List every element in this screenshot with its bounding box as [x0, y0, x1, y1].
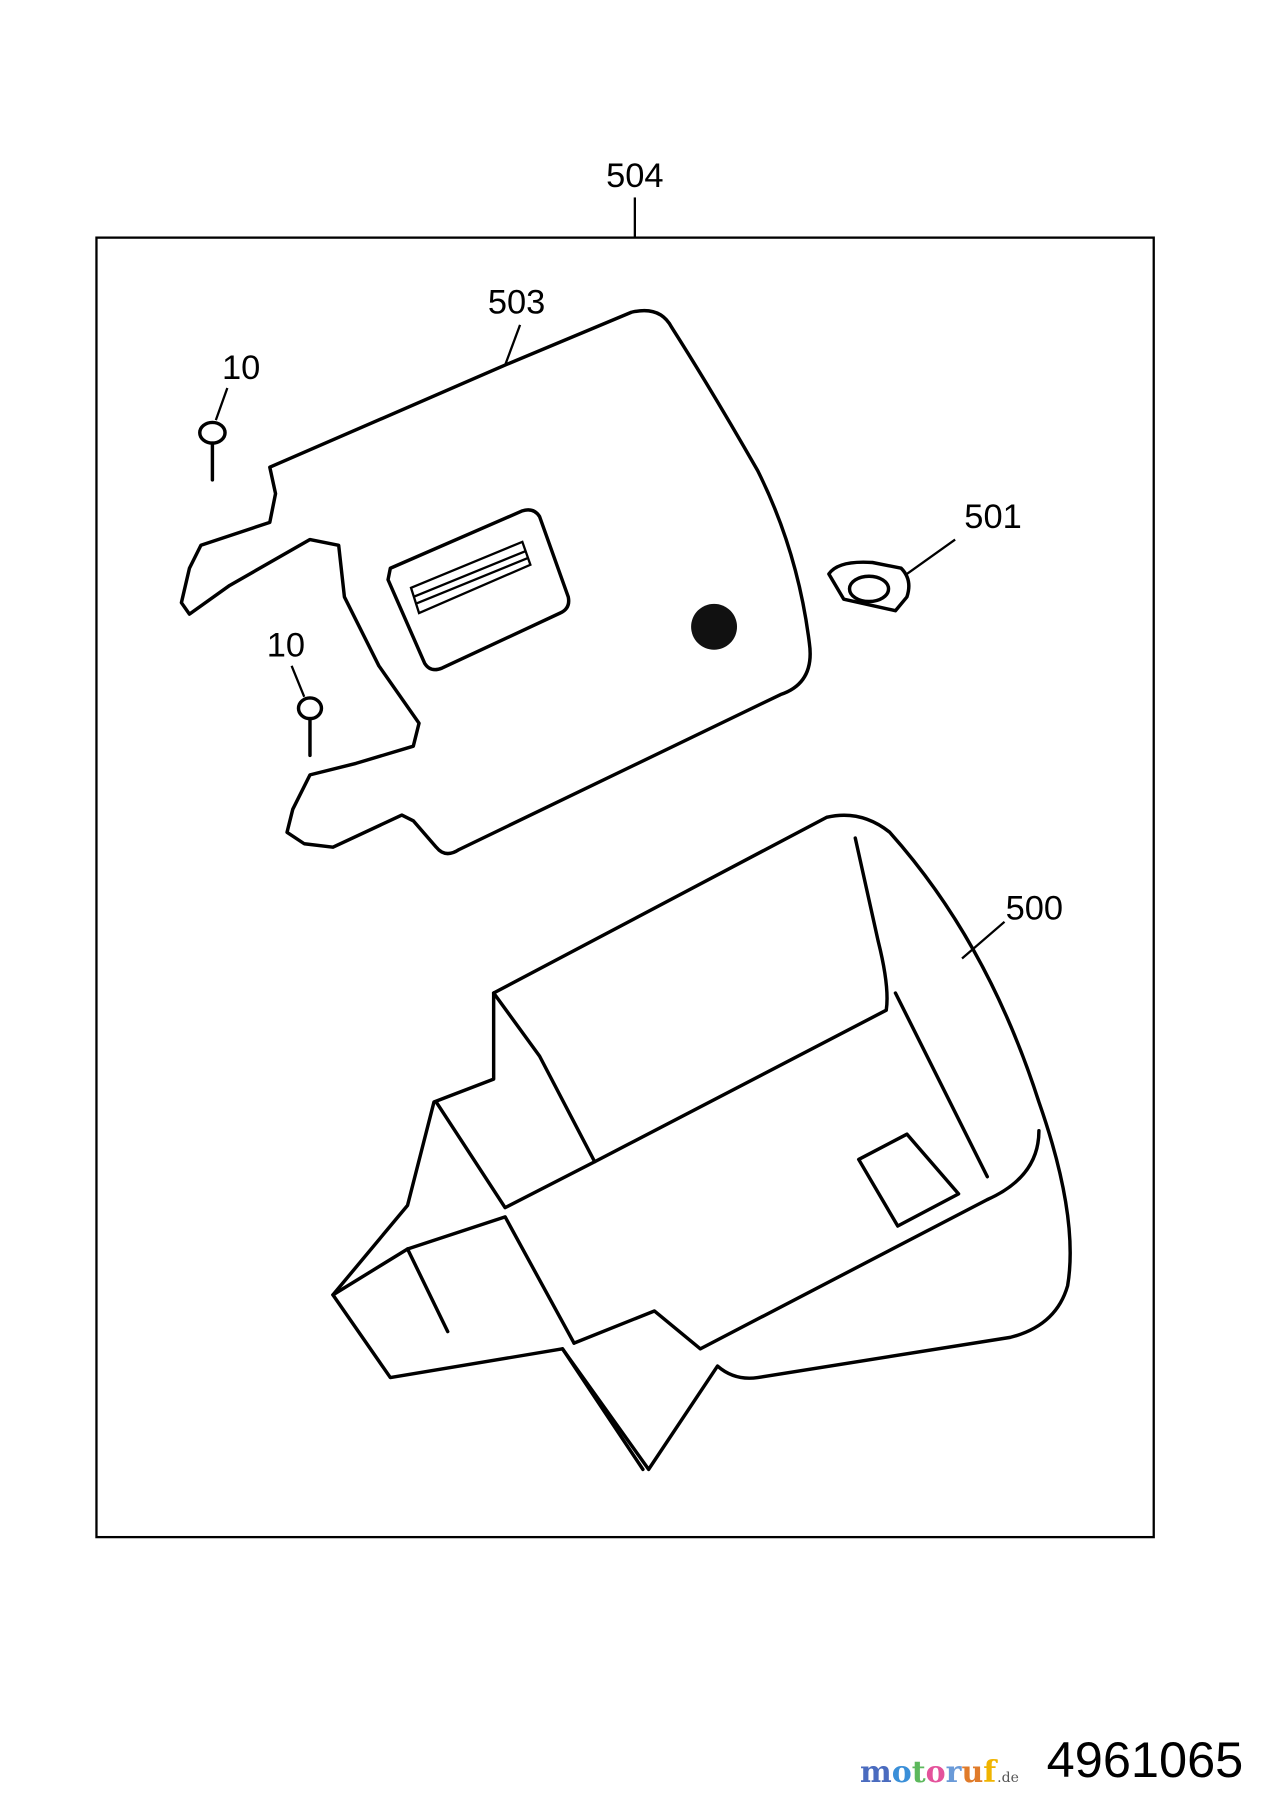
screw-10-top: [198, 387, 229, 482]
watermark-suffix: .de: [997, 1770, 1019, 1786]
screw-10-bottom: [290, 665, 324, 758]
watermark-letter: u: [961, 1755, 984, 1790]
housing-part-500: [331, 813, 1072, 1472]
assembly-frame: [95, 197, 1155, 1539]
watermark-letter: f: [983, 1755, 997, 1790]
callout-503: 503: [488, 283, 545, 321]
cover-part-503: [179, 308, 812, 856]
vent-knob-icon: [691, 603, 738, 650]
watermark-letter: o: [925, 1755, 946, 1790]
watermark-letter: m: [860, 1755, 892, 1790]
watermark-letter: r: [945, 1755, 962, 1790]
cap-part-501: [827, 538, 956, 613]
motoruf-watermark-logo: motoruf.de: [860, 1755, 1019, 1796]
callout-504: 504: [606, 157, 663, 195]
callout-500: 500: [1006, 890, 1063, 928]
callout-501: 501: [964, 498, 1021, 536]
callout-10-bottom: 10: [267, 627, 305, 665]
watermark-letter: t: [911, 1755, 926, 1790]
watermark-letter: o: [891, 1755, 912, 1790]
diagram-part-number: 4961065: [1047, 1731, 1244, 1788]
callout-10-top: 10: [222, 349, 260, 387]
